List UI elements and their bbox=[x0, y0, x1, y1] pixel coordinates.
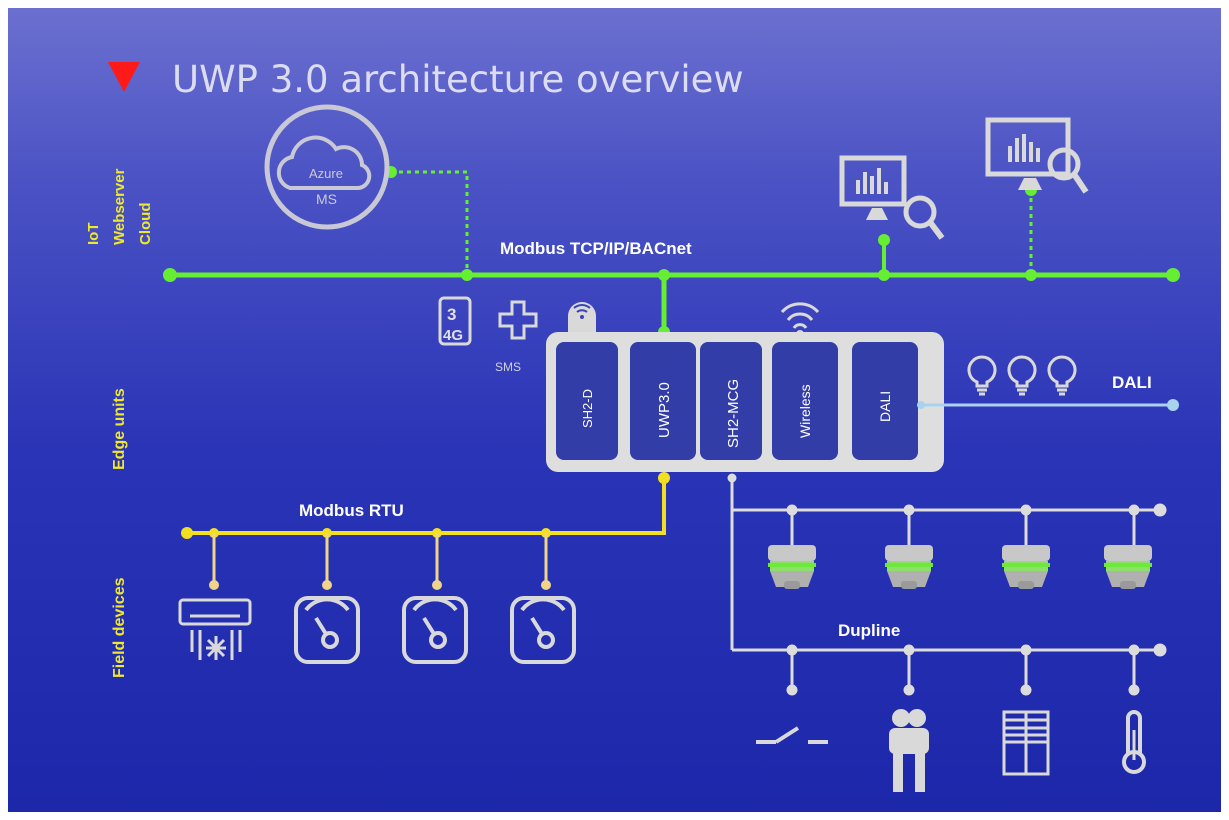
lightbulb-icon bbox=[967, 355, 997, 396]
ceiling-sensor-icon bbox=[768, 545, 816, 589]
cloud-icon bbox=[276, 135, 372, 190]
sms-label: SMS bbox=[495, 360, 521, 374]
window-icon bbox=[1002, 710, 1050, 776]
thermometer-icon bbox=[1122, 710, 1146, 774]
tcp-bus-label: Modbus TCP/IP/BACnet bbox=[500, 239, 692, 258]
layer-label-cloud-line3: Cloud bbox=[137, 203, 154, 246]
dupline-bus-label: Dupline bbox=[838, 621, 900, 640]
monitor-analytics-icon bbox=[985, 117, 1089, 194]
edge-module-rack: SH2-D UWP3.0 SH2-MCG Wireless DALI bbox=[546, 332, 944, 472]
rtu-bus bbox=[181, 472, 670, 590]
ceiling-sensor-icon bbox=[1104, 545, 1152, 589]
people-counter-icon bbox=[889, 709, 929, 792]
layer-label-edge: Edge units bbox=[111, 388, 128, 470]
meter-icon bbox=[294, 596, 360, 664]
edge-module-dali: DALI bbox=[877, 391, 893, 422]
dali-bus-label: DALI bbox=[1112, 373, 1152, 392]
edge-module-sh2-d: SH2-D bbox=[580, 389, 595, 428]
layer-label-cloud-line2: Webserver bbox=[111, 168, 128, 245]
azure-label: Azure bbox=[309, 166, 343, 181]
layer-label-cloud: IoT Webserver Cloud bbox=[85, 168, 154, 245]
gsm-badge-bottom: 4G bbox=[443, 327, 463, 344]
ceiling-sensor-icon bbox=[1002, 545, 1050, 589]
architecture-diagram: UWP 3.0 architecture overview IoT Webser… bbox=[85, 58, 1180, 792]
ceiling-sensor-icon bbox=[885, 545, 933, 589]
3g-4g-icon bbox=[438, 296, 472, 346]
wifi-icon bbox=[780, 302, 820, 338]
switch-icon bbox=[756, 726, 828, 744]
edge-module-uwp3: UWP3.0 bbox=[656, 382, 673, 438]
edge-module-wireless: Wireless bbox=[797, 384, 813, 438]
lightbulb-icon bbox=[1007, 355, 1037, 396]
title-marker-triangle bbox=[108, 62, 140, 92]
layer-label-field: Field devices bbox=[111, 577, 128, 678]
antenna-icon bbox=[568, 302, 596, 340]
rtu-bus-label: Modbus RTU bbox=[299, 501, 404, 520]
gsm-badge: 3 4G SMS bbox=[438, 296, 538, 374]
meter-icon bbox=[402, 596, 468, 664]
dupline-bus bbox=[727, 473, 1167, 696]
diagram-frame: UWP 3.0 architecture overview IoT Webser… bbox=[8, 8, 1221, 812]
page-title: UWP 3.0 architecture overview bbox=[172, 58, 744, 101]
meter-icon bbox=[510, 596, 576, 664]
dali-bus bbox=[917, 399, 1179, 411]
edge-module-sh2-mcg: SH2-MCG bbox=[725, 379, 742, 448]
azure-cloud-node: Azure MS bbox=[264, 104, 390, 230]
lightbulb-icon bbox=[1047, 355, 1077, 396]
plus-icon bbox=[498, 300, 538, 340]
ms-label: MS bbox=[316, 191, 337, 207]
monitor-analytics-icon bbox=[839, 155, 945, 240]
air-conditioner-icon bbox=[178, 598, 252, 660]
layer-label-cloud-line1: IoT bbox=[85, 223, 102, 246]
gsm-badge-top: 3 bbox=[447, 305, 456, 324]
